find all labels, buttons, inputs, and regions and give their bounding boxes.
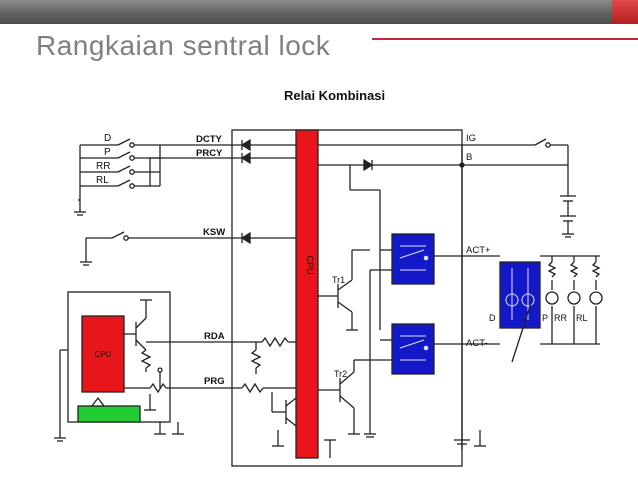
relay-contacts [399, 245, 429, 361]
terminal-ig-label: IG [466, 133, 476, 144]
up-arrow-icon [90, 396, 106, 407]
prg-line [170, 382, 296, 394]
actuator-label-rl: RL [576, 313, 588, 323]
actuator-label-p: P [542, 313, 548, 323]
battery-supply-line [318, 145, 568, 440]
combination-relay-box [231, 129, 463, 467]
terminal-ksw-label: KSW [203, 227, 225, 238]
slide-top-bar [0, 0, 638, 24]
title-underline [372, 38, 638, 40]
transistor-tr1 [318, 249, 370, 331]
cpu-module-label: CPU [95, 350, 112, 359]
transistor-prg-driver [271, 392, 297, 447]
cpu-module-chip [81, 315, 125, 393]
terminal-act-plus-label: ACT+ [466, 245, 491, 256]
green-indicator-block [77, 405, 141, 423]
switch-label-p: P [104, 147, 111, 158]
terminal-prcy-label: PRCY [196, 148, 223, 159]
ignition-supply [318, 138, 576, 238]
slide-title: Rangkaian sentral lock [36, 30, 331, 61]
key-switch [80, 231, 296, 266]
transistor-tr2-label: Tr2 [334, 369, 347, 379]
actuator-label-d: D [489, 313, 496, 323]
door-lock-actuator [499, 261, 541, 329]
switch-label-d: D [104, 133, 111, 144]
diode-prcy [240, 151, 251, 165]
actuator-label-rr: RR [554, 313, 567, 323]
transistor-tr2 [318, 359, 370, 435]
actuator-pointer [511, 299, 533, 363]
door-switch-group [74, 138, 242, 216]
module-internal-wiring [54, 299, 184, 442]
slide-top-accent [612, 0, 638, 24]
transistor-tr1-label: Tr1 [332, 275, 345, 285]
terminal-prg-label: PRG [204, 376, 225, 387]
relay-box-grounds [454, 430, 486, 450]
terminal-rda-label: RDA [204, 331, 225, 342]
diagram-title: Relai Kombinasi [284, 88, 385, 103]
rda-line [170, 336, 296, 374]
cpu-main-label: CPU [305, 255, 315, 274]
door-actuator-motors [540, 255, 603, 345]
terminal-act-minus-label: ACT- [466, 338, 488, 349]
diode-dcty [240, 138, 251, 152]
switch-label-rr: RR [96, 161, 110, 172]
switch-label-rl: RL [96, 175, 109, 186]
terminal-dcty-label: DCTY [196, 134, 223, 145]
cpu-main-chip [295, 129, 319, 459]
terminal-b-label: B [466, 152, 472, 163]
